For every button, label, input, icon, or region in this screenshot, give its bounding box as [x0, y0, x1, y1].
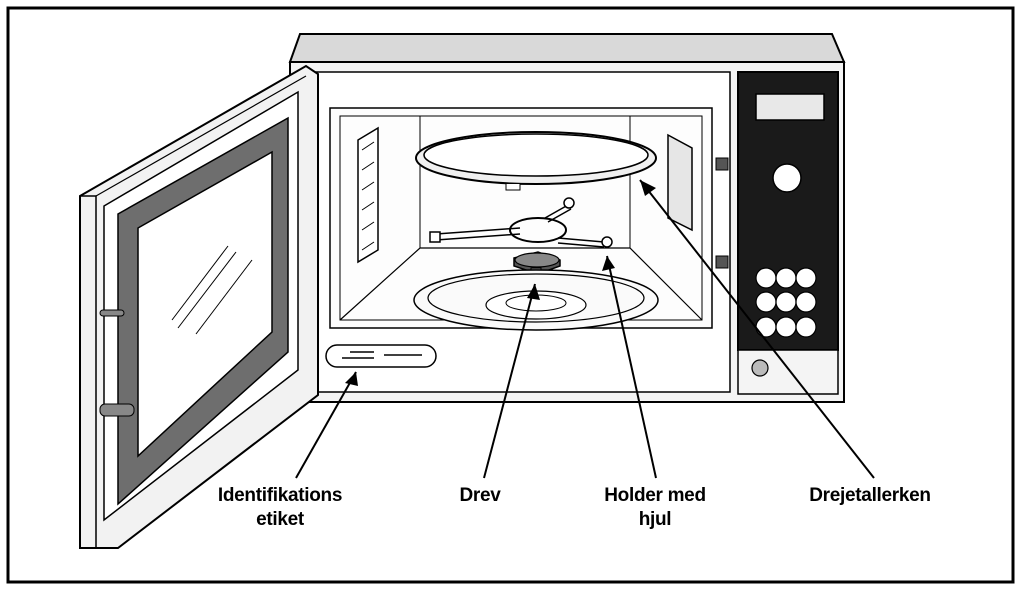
label-drejetallerken-text: Drejetallerken	[809, 485, 931, 506]
label-identification: Identifikations etiket	[200, 484, 360, 532]
door-release-button	[751, 359, 769, 377]
latch-lower	[715, 255, 729, 269]
drive-coupler	[513, 251, 561, 281]
label-drev-text: Drev	[459, 485, 501, 506]
label-holder: Holder med hjul	[585, 484, 725, 532]
door-glass	[137, 150, 273, 458]
arrow-heads	[345, 180, 656, 386]
label-holder-line2: hjul	[638, 509, 672, 530]
leader-lines	[295, 179, 875, 479]
floor-tray	[413, 269, 659, 331]
label-drejetallerken: Drejetallerken	[770, 484, 970, 508]
vent-left	[357, 126, 379, 264]
roller-ring	[429, 197, 613, 248]
dial-knob	[772, 163, 802, 193]
label-identification-line2: etiket	[256, 509, 304, 530]
identification-plate	[325, 344, 437, 368]
label-holder-line1: Holder med	[604, 485, 706, 506]
cabinet-top	[288, 33, 846, 63]
door	[79, 64, 319, 549]
label-identification-line1: Identifikations	[217, 485, 343, 506]
control-panel	[737, 71, 839, 395]
label-drev: Drev	[440, 484, 520, 508]
display-window	[755, 93, 825, 121]
latch-upper	[715, 157, 729, 171]
light-cover	[667, 133, 693, 232]
turntable-plate	[415, 131, 657, 191]
